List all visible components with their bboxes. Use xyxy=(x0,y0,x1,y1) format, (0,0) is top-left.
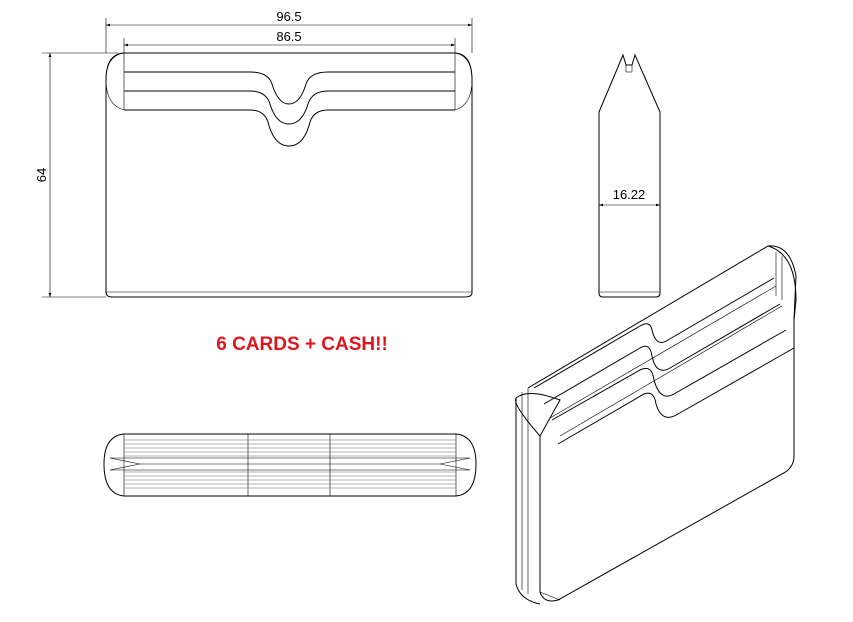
isometric-view xyxy=(515,245,797,605)
side-view: 16.22 xyxy=(598,53,661,298)
iso-slot-line-3 xyxy=(551,329,787,421)
iso-slot-line-1 xyxy=(533,277,775,389)
dimension-inner-width: 86.5 xyxy=(276,29,301,44)
dimension-height: 64 xyxy=(34,168,49,182)
card-slot-line-2 xyxy=(124,71,455,105)
top-view xyxy=(103,433,477,497)
dimension-thickness: 16.22 xyxy=(613,187,646,202)
card-slot-line-4 xyxy=(124,109,455,147)
card-slot-line-3 xyxy=(124,90,455,125)
feature-callout: 6 CARDS + CASH!! xyxy=(216,334,388,355)
front-view: 96.5 86.5 64 xyxy=(34,9,473,298)
dimension-outer-width: 96.5 xyxy=(276,9,301,24)
iso-slot-line-2 xyxy=(543,303,781,405)
